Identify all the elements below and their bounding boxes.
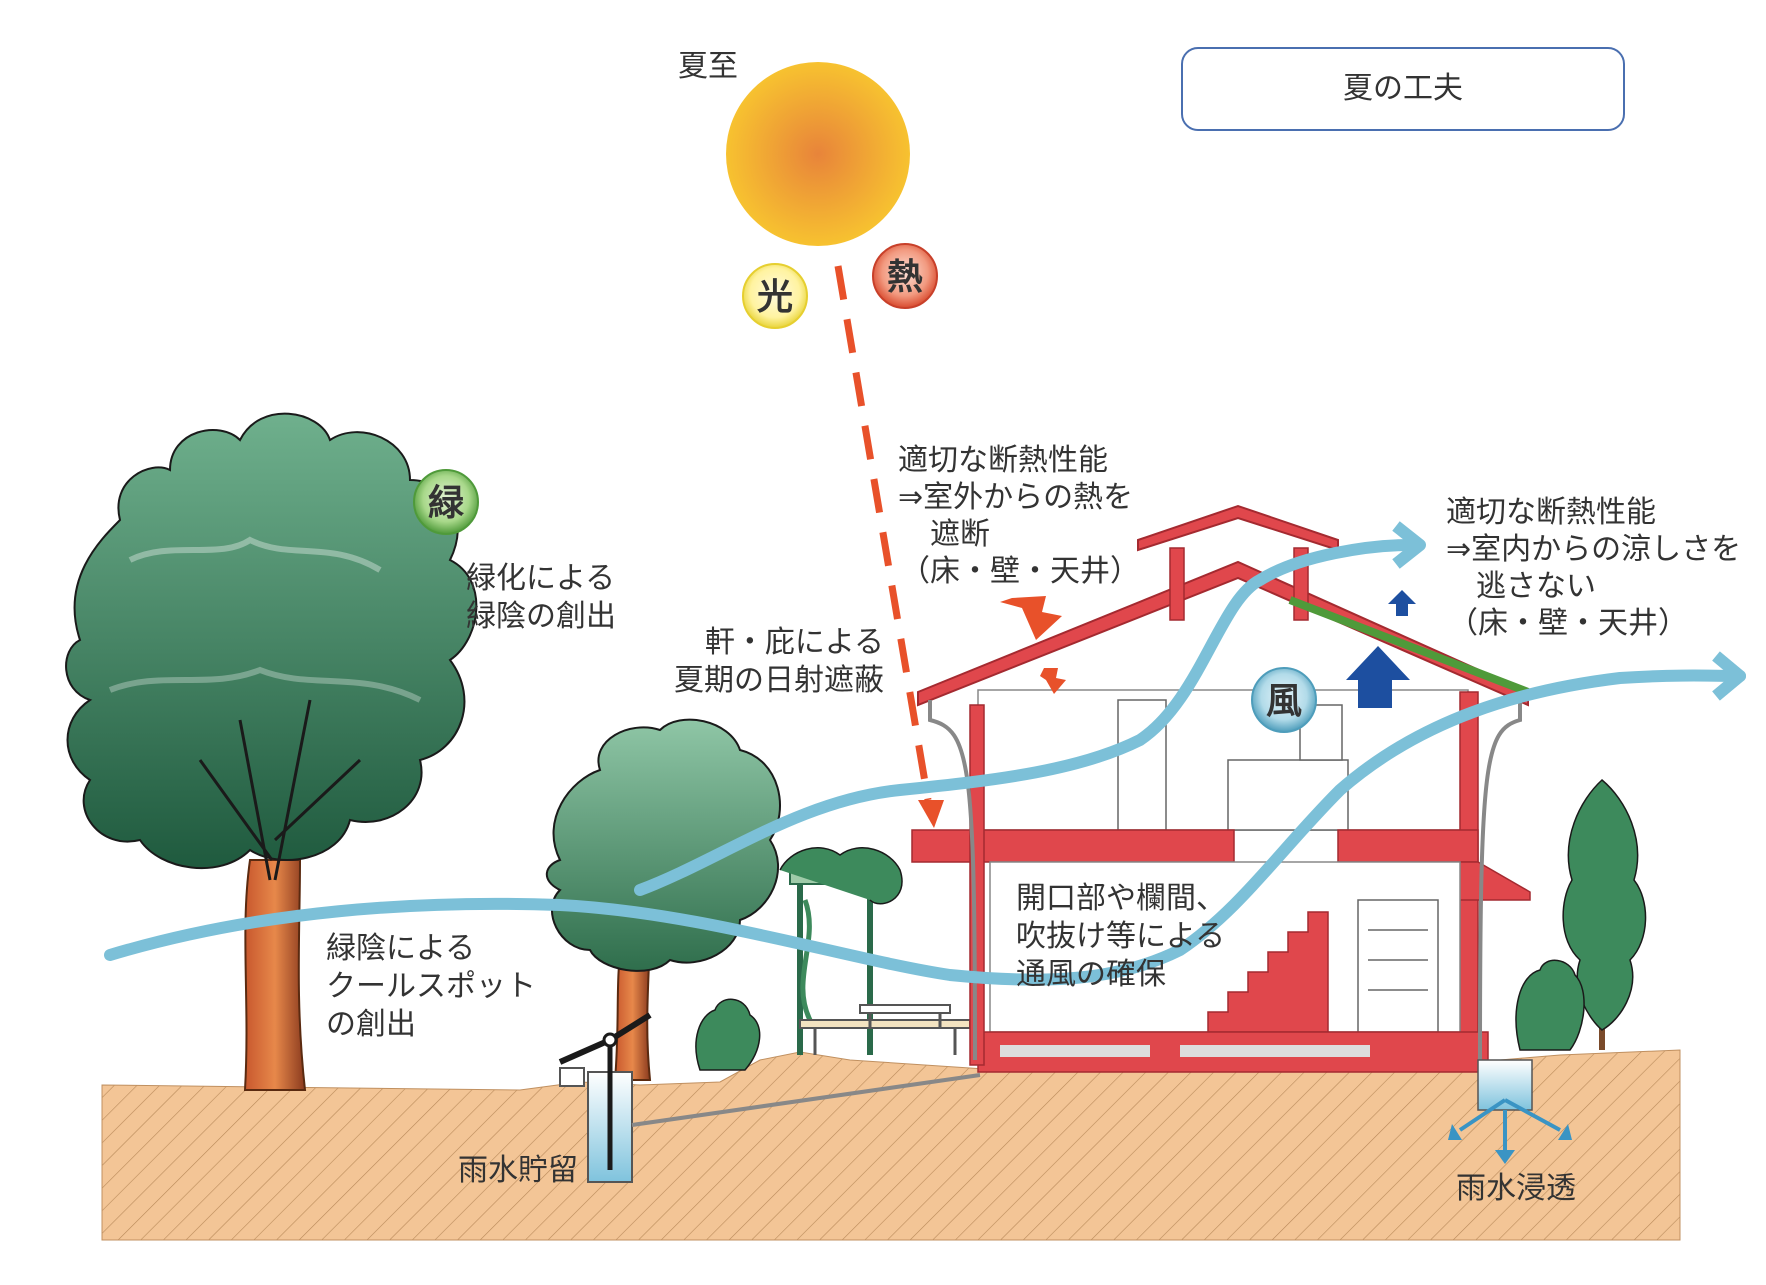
insulation-in-line-4: （床・壁・天井） xyxy=(1448,606,1688,641)
roof xyxy=(917,560,1529,707)
light-icon xyxy=(742,263,808,329)
cool-spot-line-1: 緑陰による xyxy=(326,931,475,966)
staircase xyxy=(1207,911,1329,1033)
insulation-out-line-2: ⇒室外からの熱を xyxy=(898,480,1133,515)
ventilation-label: 開口部や欄間、 吹抜け等による 通風の確保 xyxy=(1016,881,1226,992)
greening-line-2: 緑陰の創出 xyxy=(466,599,616,634)
second-floor-slab xyxy=(911,829,1235,863)
green-icon xyxy=(413,469,479,535)
cool-spot-line-3: の創出 xyxy=(326,1007,416,1042)
heat-arrow-large xyxy=(1000,596,1062,640)
house xyxy=(911,504,1531,1073)
cool-spot-line-2: クールスポット xyxy=(326,969,536,1004)
pergola xyxy=(779,847,903,1055)
cool-spot-label: 緑陰による クールスポット の創出 xyxy=(326,931,536,1042)
sun-label: 夏至 xyxy=(678,49,738,84)
sun: 夏至 xyxy=(678,49,910,246)
wind-arrow-upper xyxy=(1392,521,1426,569)
greening-label: 緑化による 緑陰の創出 xyxy=(466,561,616,634)
eaves-line-1: 軒・庇による xyxy=(705,625,884,660)
insulation-in-line-3: 逃さない xyxy=(1476,569,1596,604)
right-tree xyxy=(1515,779,1647,1051)
insulation-in-line-2: ⇒室内からの涼しさを xyxy=(1446,532,1741,567)
insulation-in-line-1: 適切な断熱性能 xyxy=(1446,495,1656,530)
heat-badge-text: 熱 xyxy=(887,257,923,298)
eaves-line-2: 夏期の日射遮蔽 xyxy=(674,663,884,698)
bench xyxy=(799,1004,971,1055)
title-box: 夏の工夫 xyxy=(1181,47,1625,131)
heat-icon xyxy=(872,243,938,309)
rain-infiltration-label: 雨水浸透 xyxy=(1456,1171,1576,1206)
sun-icon xyxy=(726,62,910,246)
ventilation-line-1: 開口部や欄間、 xyxy=(1016,881,1226,916)
upper-floor-interior xyxy=(977,689,1469,831)
ground xyxy=(101,1049,1681,1241)
light-badge: 光 xyxy=(742,263,808,329)
title-text: 夏の工夫 xyxy=(1343,71,1463,106)
heat-arrow-small xyxy=(1040,668,1066,694)
green-badge-text: 緑 xyxy=(428,483,465,524)
wind-icon xyxy=(1251,667,1317,733)
small-shrub xyxy=(695,998,761,1071)
insulation-out-line-3: 遮断 xyxy=(930,517,990,552)
rain-infiltration xyxy=(1448,1059,1572,1164)
rain-storage-label: 雨水貯留 xyxy=(458,1153,578,1188)
heat-badge: 熱 xyxy=(872,243,938,309)
solar-ray-line xyxy=(834,265,932,801)
eaves-label: 軒・庇による 夏期の日射遮蔽 xyxy=(674,625,884,698)
green-badge: 緑 xyxy=(413,469,479,535)
ventilation-line-2: 吹抜け等による xyxy=(1016,919,1225,954)
rain-storage-tank xyxy=(558,1012,981,1183)
greening-line-1: 緑化による xyxy=(466,561,615,596)
big-tree xyxy=(65,412,478,1091)
roof-monitor xyxy=(1137,504,1339,552)
insulation-in-label: 適切な断熱性能 ⇒室内からの涼しさを 逃さない （床・壁・天井） xyxy=(1446,495,1741,641)
wind-arrow-lower xyxy=(1712,651,1746,701)
wind-flows xyxy=(104,521,1746,986)
green-roof xyxy=(1288,596,1530,696)
insulation-out-label: 適切な断熱性能 ⇒室外からの熱を 遮断 （床・壁・天井） xyxy=(898,443,1140,589)
cool-arrow-small xyxy=(1388,590,1416,616)
wind-flow-upper xyxy=(634,539,1416,896)
insulation-out-line-1: 適切な断熱性能 xyxy=(898,443,1108,478)
wind-badge-text: 風 xyxy=(1266,681,1302,722)
cool-arrow-large xyxy=(1346,646,1410,708)
solar-ray-arrowhead xyxy=(918,800,944,828)
light-badge-text: 光 xyxy=(757,277,793,318)
insulation-out-line-4: （床・壁・天井） xyxy=(900,554,1140,589)
wind-flow-lower xyxy=(104,669,1746,986)
ventilation-line-3: 通風の確保 xyxy=(1016,957,1166,992)
wind-badge: 風 xyxy=(1251,667,1317,733)
